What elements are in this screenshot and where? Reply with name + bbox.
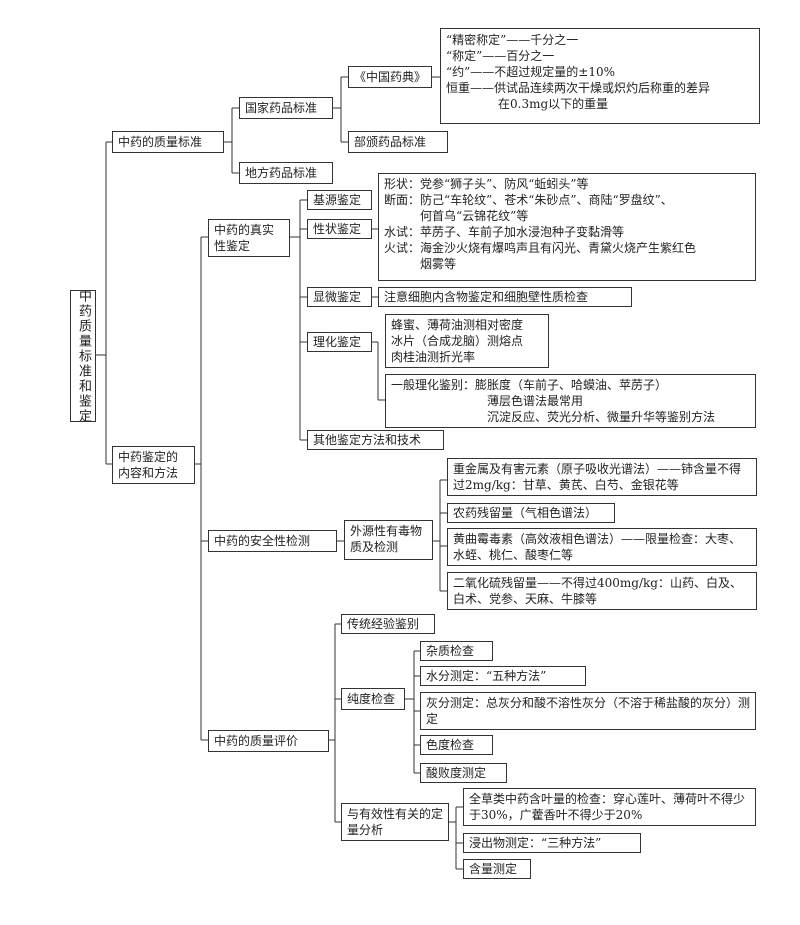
node-physchem-id: 理化鉴定 [307,332,372,352]
node-quality-standards-label: 中药的质量标准 [118,135,203,149]
purity-text: 灰分测定：总灰分和酸不溶性灰分（不溶于稀盐酸的灰分）测定 [426,696,751,726]
physchem-details-2: 一般理化鉴别：膨胀度（车前子、哈蟆油、苹苈子） 薄层色谱法最常用 沉淀反应、荧光… [385,374,756,428]
node-national-standards-label: 国家药品标准 [245,101,318,115]
quant-text: 全草类中药含叶量的检查：穿心莲叶、薄荷叶不得少于30%，广藿香叶不得少于20% [469,792,746,822]
purity-ash: 灰分测定：总灰分和酸不溶性灰分（不溶于稀盐酸的灰分）测定 [420,692,756,730]
root-node: 中药质量标准和鉴定 [70,290,96,422]
node-traditional-id: 传统经验鉴别 [341,614,435,634]
node-local-standards: 地方药品标准 [239,162,333,184]
detail-line: 恒重——供试品连续两次干燥或炽灼后称重的差异 [446,81,711,95]
toxin-aflatoxin: 黄曲霉毒素（高效液相色谱法）——限量检查：大枣、水蛭、桃仁、酸枣仁等 [447,528,757,566]
purity-text: 杂质检查 [426,644,475,658]
toxin-text: 黄曲霉毒素（高效液相色谱法）——限量检查：大枣、水蛭、桃仁、酸枣仁等 [453,532,742,562]
node-identification-label: 中药鉴定的内容和方法 [118,450,179,480]
purity-text: 水分测定：“五种方法” [426,669,547,683]
detail-line: 何首乌“云锦花纹”等 [420,209,529,223]
purity-text: 色度检查 [426,738,475,752]
node-quality-eval: 中药的质量评价 [208,730,329,752]
toxin-text: 农药残留量（气相色谱法） [453,506,598,520]
physchem-details-1: 蜂蜜、薄荷油测相对密度 冰片（合成龙脑）测熔点 肉桂油测折光率 [385,314,549,368]
node-physchem-id-label: 理化鉴定 [313,335,362,349]
node-quantitative-label: 与有效性有关的定量分析 [347,807,444,837]
node-ministry-standards: 部颁药品标准 [348,131,448,153]
node-purity-check: 纯度检查 [341,688,405,710]
node-safety-label: 中药的安全性检测 [214,534,311,548]
node-local-standards-label: 地方药品标准 [245,166,318,180]
pharmacopoeia-details: “精密称定”——千分之一 “称定”——百分之一 “约”——不超过规定量的±10%… [440,28,760,124]
node-quality-eval-label: 中药的质量评价 [214,734,299,748]
detail-line: “称定”——百分之一 [446,49,555,63]
node-authenticity: 中药的真实性鉴定 [208,219,290,257]
detail-line: 冰片（合成龙脑）测熔点 [391,334,524,348]
node-other-methods: 其他鉴定方法和技术 [307,430,444,450]
character-details: 形状：党参“狮子头”、防风“蚯蚓头”等 断面：防己“车轮纹”、苍术“朱砂点”、商… [378,173,756,281]
purity-impurity: 杂质检查 [420,641,493,661]
node-authenticity-label: 中药的真实性鉴定 [214,223,275,253]
root-label: 中药质量标准和鉴定 [76,290,91,422]
node-pharmacopoeia: 《中国药典》 [348,66,432,88]
microscopic-details: 注意细胞内含物鉴定和细胞壁性质检查 [378,287,632,307]
detail-line: 烟雾等 [420,257,457,271]
node-microscopic-id-label: 显微鉴定 [313,290,362,304]
detail-line: 断面：防己“车轮纹”、苍术“朱砂点”、商陆“罗盘纹”、 [384,193,673,207]
node-character-id-label: 性状鉴定 [313,222,362,236]
detail-line: “精密称定”——千分之一 [446,33,579,47]
detail-line: 形状：党参“狮子头”、防风“蚯蚓头”等 [384,177,589,191]
detail-line: 蜂蜜、薄荷油测相对密度 [391,318,524,332]
quant-assay: 含量测定 [463,859,531,879]
toxin-text: 重金属及有害元素（原子吸收光谱法）——铈含量不得过2mg/kg：甘草、黄芪、白芍… [453,462,742,492]
node-traditional-id-label: 传统经验鉴别 [347,617,420,631]
node-origin-id-label: 基源鉴定 [313,193,362,207]
detail-line: 薄层色谱法最常用 [487,394,584,408]
detail-line: 火试：海金沙火烧有爆鸣声且有闪光、青黛火烧产生紫红色 [384,241,697,255]
microscopic-desc: 注意细胞内含物鉴定和细胞壁性质检查 [384,290,589,304]
purity-rancidity: 酸败度测定 [420,763,507,783]
node-identification: 中药鉴定的内容和方法 [112,446,195,484]
quant-extract: 浸出物测定：“三种方法” [463,833,641,853]
purity-color: 色度检查 [420,735,493,755]
node-quantitative: 与有效性有关的定量分析 [341,803,449,841]
quant-text: 浸出物测定：“三种方法” [469,836,602,850]
node-quality-standards: 中药的质量标准 [112,131,224,153]
quant-text: 含量测定 [469,862,518,876]
quant-leaf-content: 全草类中药含叶量的检查：穿心莲叶、薄荷叶不得少于30%，广藿香叶不得少于20% [463,788,756,826]
toxin-pesticide: 农药残留量（气相色谱法） [447,503,615,523]
node-ministry-standards-label: 部颁药品标准 [354,135,427,149]
node-exogenous-toxins-label: 外源性有毒物质及检测 [350,524,423,554]
detail-line: 水试：苹苈子、车前子加水浸泡种子变黏滑等 [384,225,625,239]
detail-line: 肉桂油测折光率 [391,350,476,364]
node-national-standards: 国家药品标准 [239,97,333,119]
detail-line: 沉淀反应、荧光分析、微量升华等鉴别方法 [487,410,716,424]
purity-moisture: 水分测定：“五种方法” [420,666,586,686]
node-pharmacopoeia-label: 《中国药典》 [354,70,427,84]
node-other-methods-label: 其他鉴定方法和技术 [313,433,422,447]
node-exogenous-toxins: 外源性有毒物质及检测 [344,520,433,560]
node-safety: 中药的安全性检测 [208,530,337,552]
toxin-sulfur-dioxide: 二氧化硫残留量——不得过400mg/kg：山药、白及、白术、党参、天麻、牛膝等 [447,572,757,610]
node-purity-check-label: 纯度检查 [347,692,396,706]
toxin-text: 二氧化硫残留量——不得过400mg/kg：山药、白及、白术、党参、天麻、牛膝等 [453,576,742,606]
node-microscopic-id: 显微鉴定 [307,287,372,307]
detail-line: 一般理化鉴别：膨胀度（车前子、哈蟆油、苹苈子） [391,378,668,392]
node-origin-id: 基源鉴定 [307,190,372,210]
node-character-id: 性状鉴定 [307,219,372,239]
purity-text: 酸败度测定 [426,766,487,780]
detail-line: 在0.3mg以下的重量 [498,97,609,111]
toxin-heavy-metals: 重金属及有害元素（原子吸收光谱法）——铈含量不得过2mg/kg：甘草、黄芪、白芍… [447,458,757,496]
detail-line: “约”——不超过规定量的±10% [446,65,615,79]
